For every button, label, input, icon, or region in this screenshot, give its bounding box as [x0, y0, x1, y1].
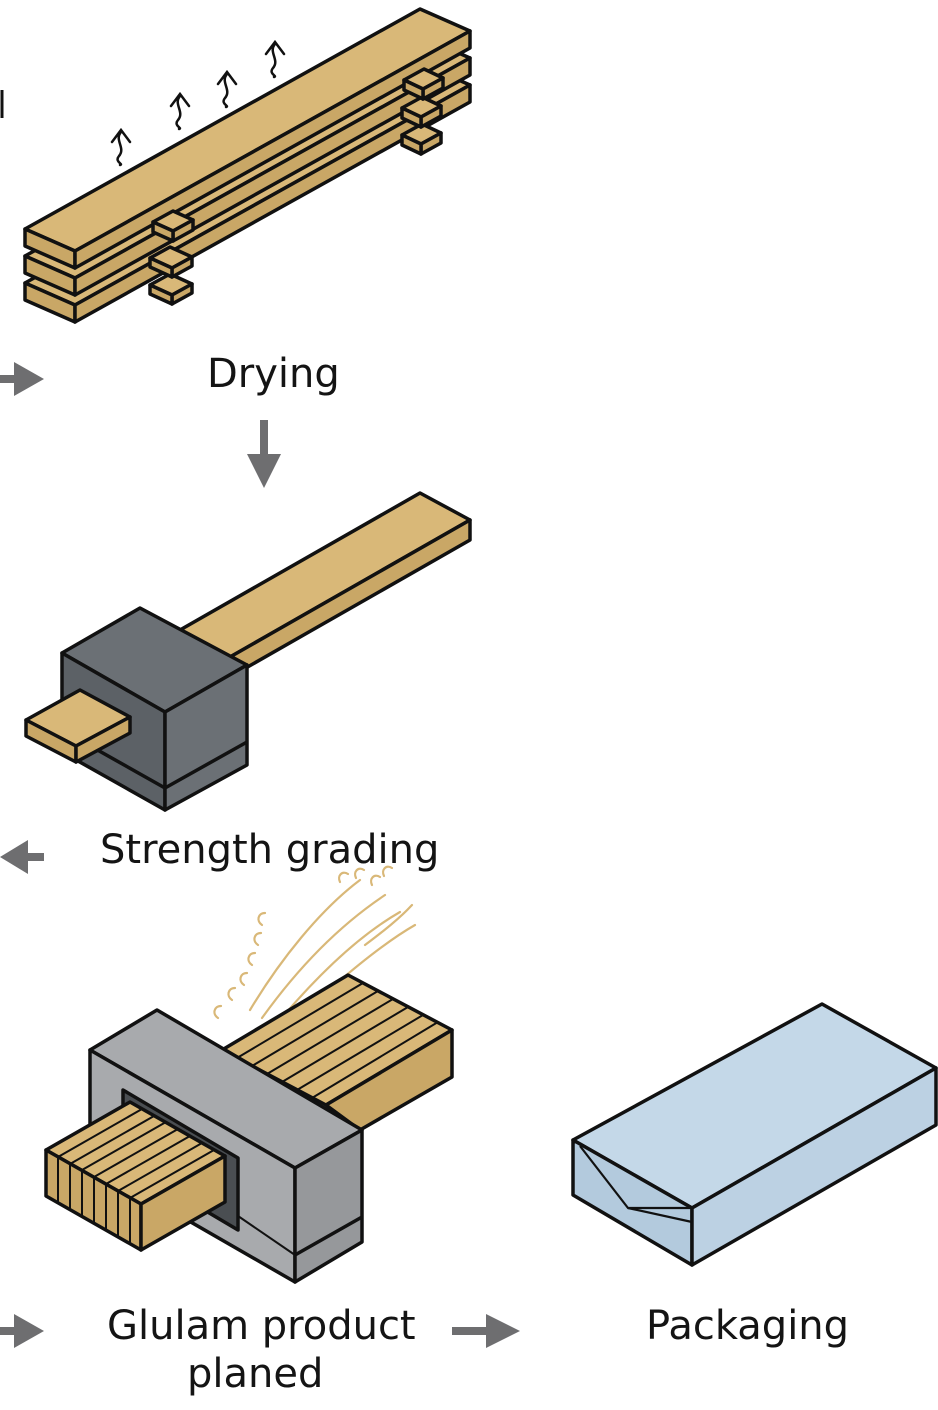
drying-label: Drying	[207, 351, 340, 397]
glulam-label-line1: Glulam product	[107, 1303, 416, 1349]
arrow-right-icon	[452, 1314, 520, 1348]
arrow-right-icon	[0, 1314, 44, 1348]
arrow-left-icon	[0, 840, 44, 874]
heat-waves-icon	[110, 39, 286, 167]
glulam-label-line2: planed	[187, 1351, 324, 1397]
wood-shavings-icon	[213, 865, 417, 1022]
arrow-down-icon	[247, 420, 281, 488]
strength-grading-label: Strength grading	[100, 827, 440, 873]
arrow-right-icon	[0, 362, 44, 396]
packaging-label: Packaging	[646, 1303, 850, 1349]
